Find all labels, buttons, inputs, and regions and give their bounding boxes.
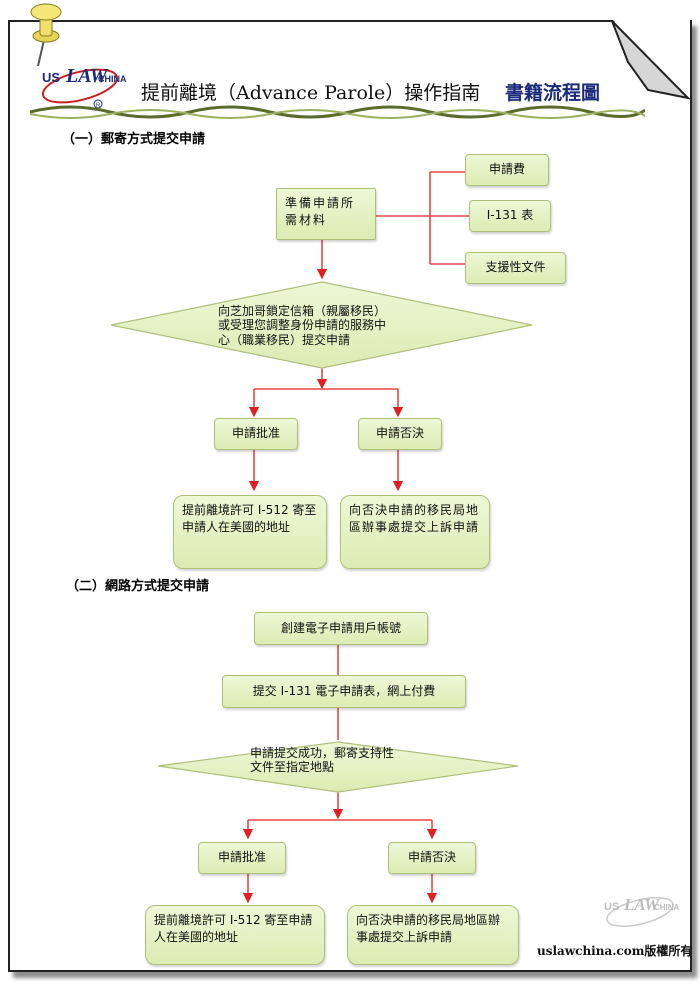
- page-subtitle: 書籍流程圖: [505, 82, 601, 104]
- deny-box-online: 申請否決: [388, 842, 476, 874]
- page-title: 提前離境（Advance Parole）操作指南: [141, 82, 481, 104]
- wave-divider: [30, 105, 645, 119]
- uslawchina-logo: US LAW CHINA R: [41, 65, 127, 109]
- svg-text:CHINA: CHINA: [98, 74, 127, 84]
- submit-success-text: 申請提交成功，郵寄支持性 文件至指定地點: [250, 746, 394, 775]
- svg-text:R: R: [96, 103, 101, 109]
- submit-success-line-1: 申請提交成功，郵寄支持性: [250, 746, 395, 760]
- decision-diamond-mail: [110, 281, 533, 369]
- material-fee-box: 申請費: [465, 154, 549, 186]
- submit-mail-text: 向芝加哥鎖定信箱（親屬移民） 或受理您調整身份申請的服務中 心（職業移民）提交申…: [218, 304, 386, 347]
- submit-mail-line-1: 向芝加哥鎖定信箱（親屬移民）: [218, 304, 387, 318]
- copyright-footer: uslawchina.com版權所有: [537, 944, 693, 958]
- deny-result-online: 向否決申請的移民局地區辦事處提交上訴申請: [347, 905, 519, 965]
- approve-result-mail: 提前離境許可 I-512 寄至申請人在美國的地址: [173, 495, 327, 569]
- submit-mail-line-3: 心（職業移民）提交申請: [218, 332, 351, 347]
- prepare-materials-box: 準備申請所需材料: [276, 188, 376, 240]
- approve-box-mail: 申請批准: [214, 418, 298, 450]
- submit-mail-line-2: 或受理您調整身份申請的服務中: [218, 318, 387, 333]
- decision-diamond-online: [157, 741, 519, 793]
- submit-online-box: 提交 I-131 電子申請表，網上付費: [222, 675, 466, 708]
- svg-text:US: US: [604, 901, 619, 913]
- svg-text:LAW: LAW: [65, 65, 109, 87]
- approve-result-online: 提前離境許可 I-512 寄至申請人在美國的地址: [145, 905, 325, 965]
- svg-text:US: US: [42, 70, 60, 85]
- create-account-box: 創建電子申請用戶帳號: [254, 612, 428, 645]
- approve-box-online: 申請批准: [198, 842, 286, 874]
- section-heading-mail: （一）郵寄方式提交申請: [62, 132, 206, 147]
- uslawchina-watermark: US LAW CHINA: [604, 895, 680, 928]
- material-form-box: I-131 表: [469, 200, 551, 232]
- thumbtack-icon: [30, 3, 62, 67]
- svg-text:CHINA: CHINA: [654, 903, 680, 912]
- submit-success-line-2: 文件至指定地點: [250, 760, 335, 775]
- deny-box-mail: 申請否決: [358, 418, 442, 450]
- material-docs-box: 支援性文件: [465, 252, 566, 284]
- svg-text:LAW: LAW: [623, 895, 661, 914]
- deny-result-mail: 向否決申請的移民局地區辦事處提交上訴申請: [340, 495, 490, 569]
- section-heading-online: （二）網路方式提交申請: [66, 579, 210, 594]
